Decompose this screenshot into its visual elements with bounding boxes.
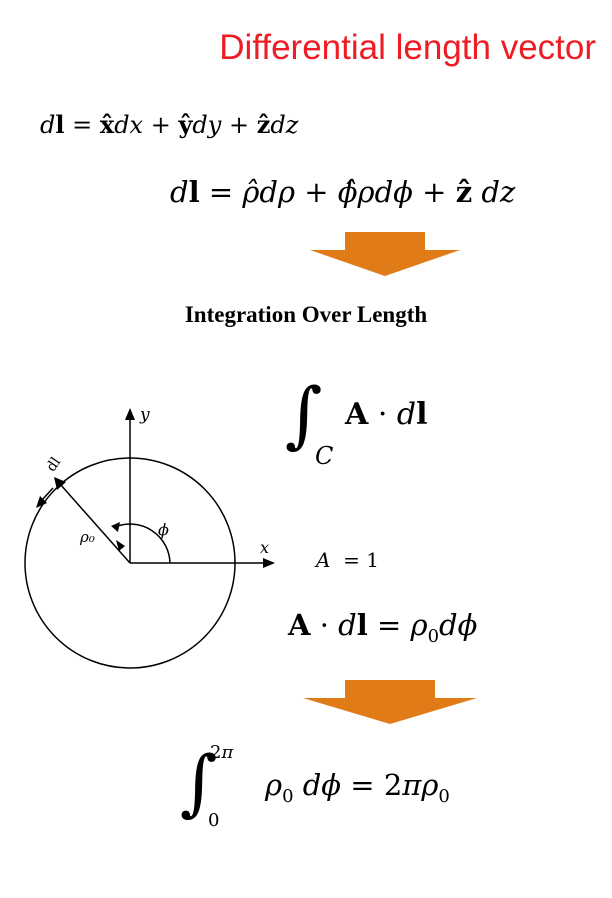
- down-arrow-2: [303, 680, 477, 724]
- integration-heading: Integration Over Length: [184, 302, 428, 327]
- cartesian-equation: dl = x̂dx + ŷdy + ẑdz: [40, 110, 299, 139]
- cylindrical-equation: dl = ρ̂dρ + ϕ̂ρdϕ + ẑ dz: [170, 175, 516, 209]
- polar-diagram: y x ρ₀ ϕ dl: [24, 405, 275, 669]
- y-axis-arrowhead: [125, 408, 135, 420]
- result-integral: ∫ 2π 0 ρ0 dϕ = 2πρ0: [180, 740, 450, 831]
- radius-origin-arrowhead: [116, 540, 125, 551]
- tangent-line: [41, 487, 54, 501]
- radius-arrowhead: [54, 477, 66, 490]
- x-axis-arrowhead: [263, 558, 275, 568]
- tangent-label: dl: [43, 454, 64, 475]
- angle-arc-arrowhead: [111, 522, 120, 532]
- slide-title: Differential length vector: [219, 28, 596, 67]
- x-axis-label: x: [260, 538, 269, 557]
- dot-product-equation: A · dl = ρ0dϕ: [288, 608, 478, 647]
- tangent-arrowhead: [36, 496, 47, 508]
- radius-label: ρ₀: [79, 528, 95, 546]
- a-value: A = 1: [316, 548, 380, 572]
- angle-label: ϕ: [158, 520, 169, 539]
- line-integral: ∫ C A · dl: [285, 372, 428, 470]
- angle-arc: [114, 523, 171, 564]
- radius-line: [59, 483, 131, 564]
- y-axis-label: y: [139, 405, 150, 425]
- down-arrow-1: [310, 232, 460, 276]
